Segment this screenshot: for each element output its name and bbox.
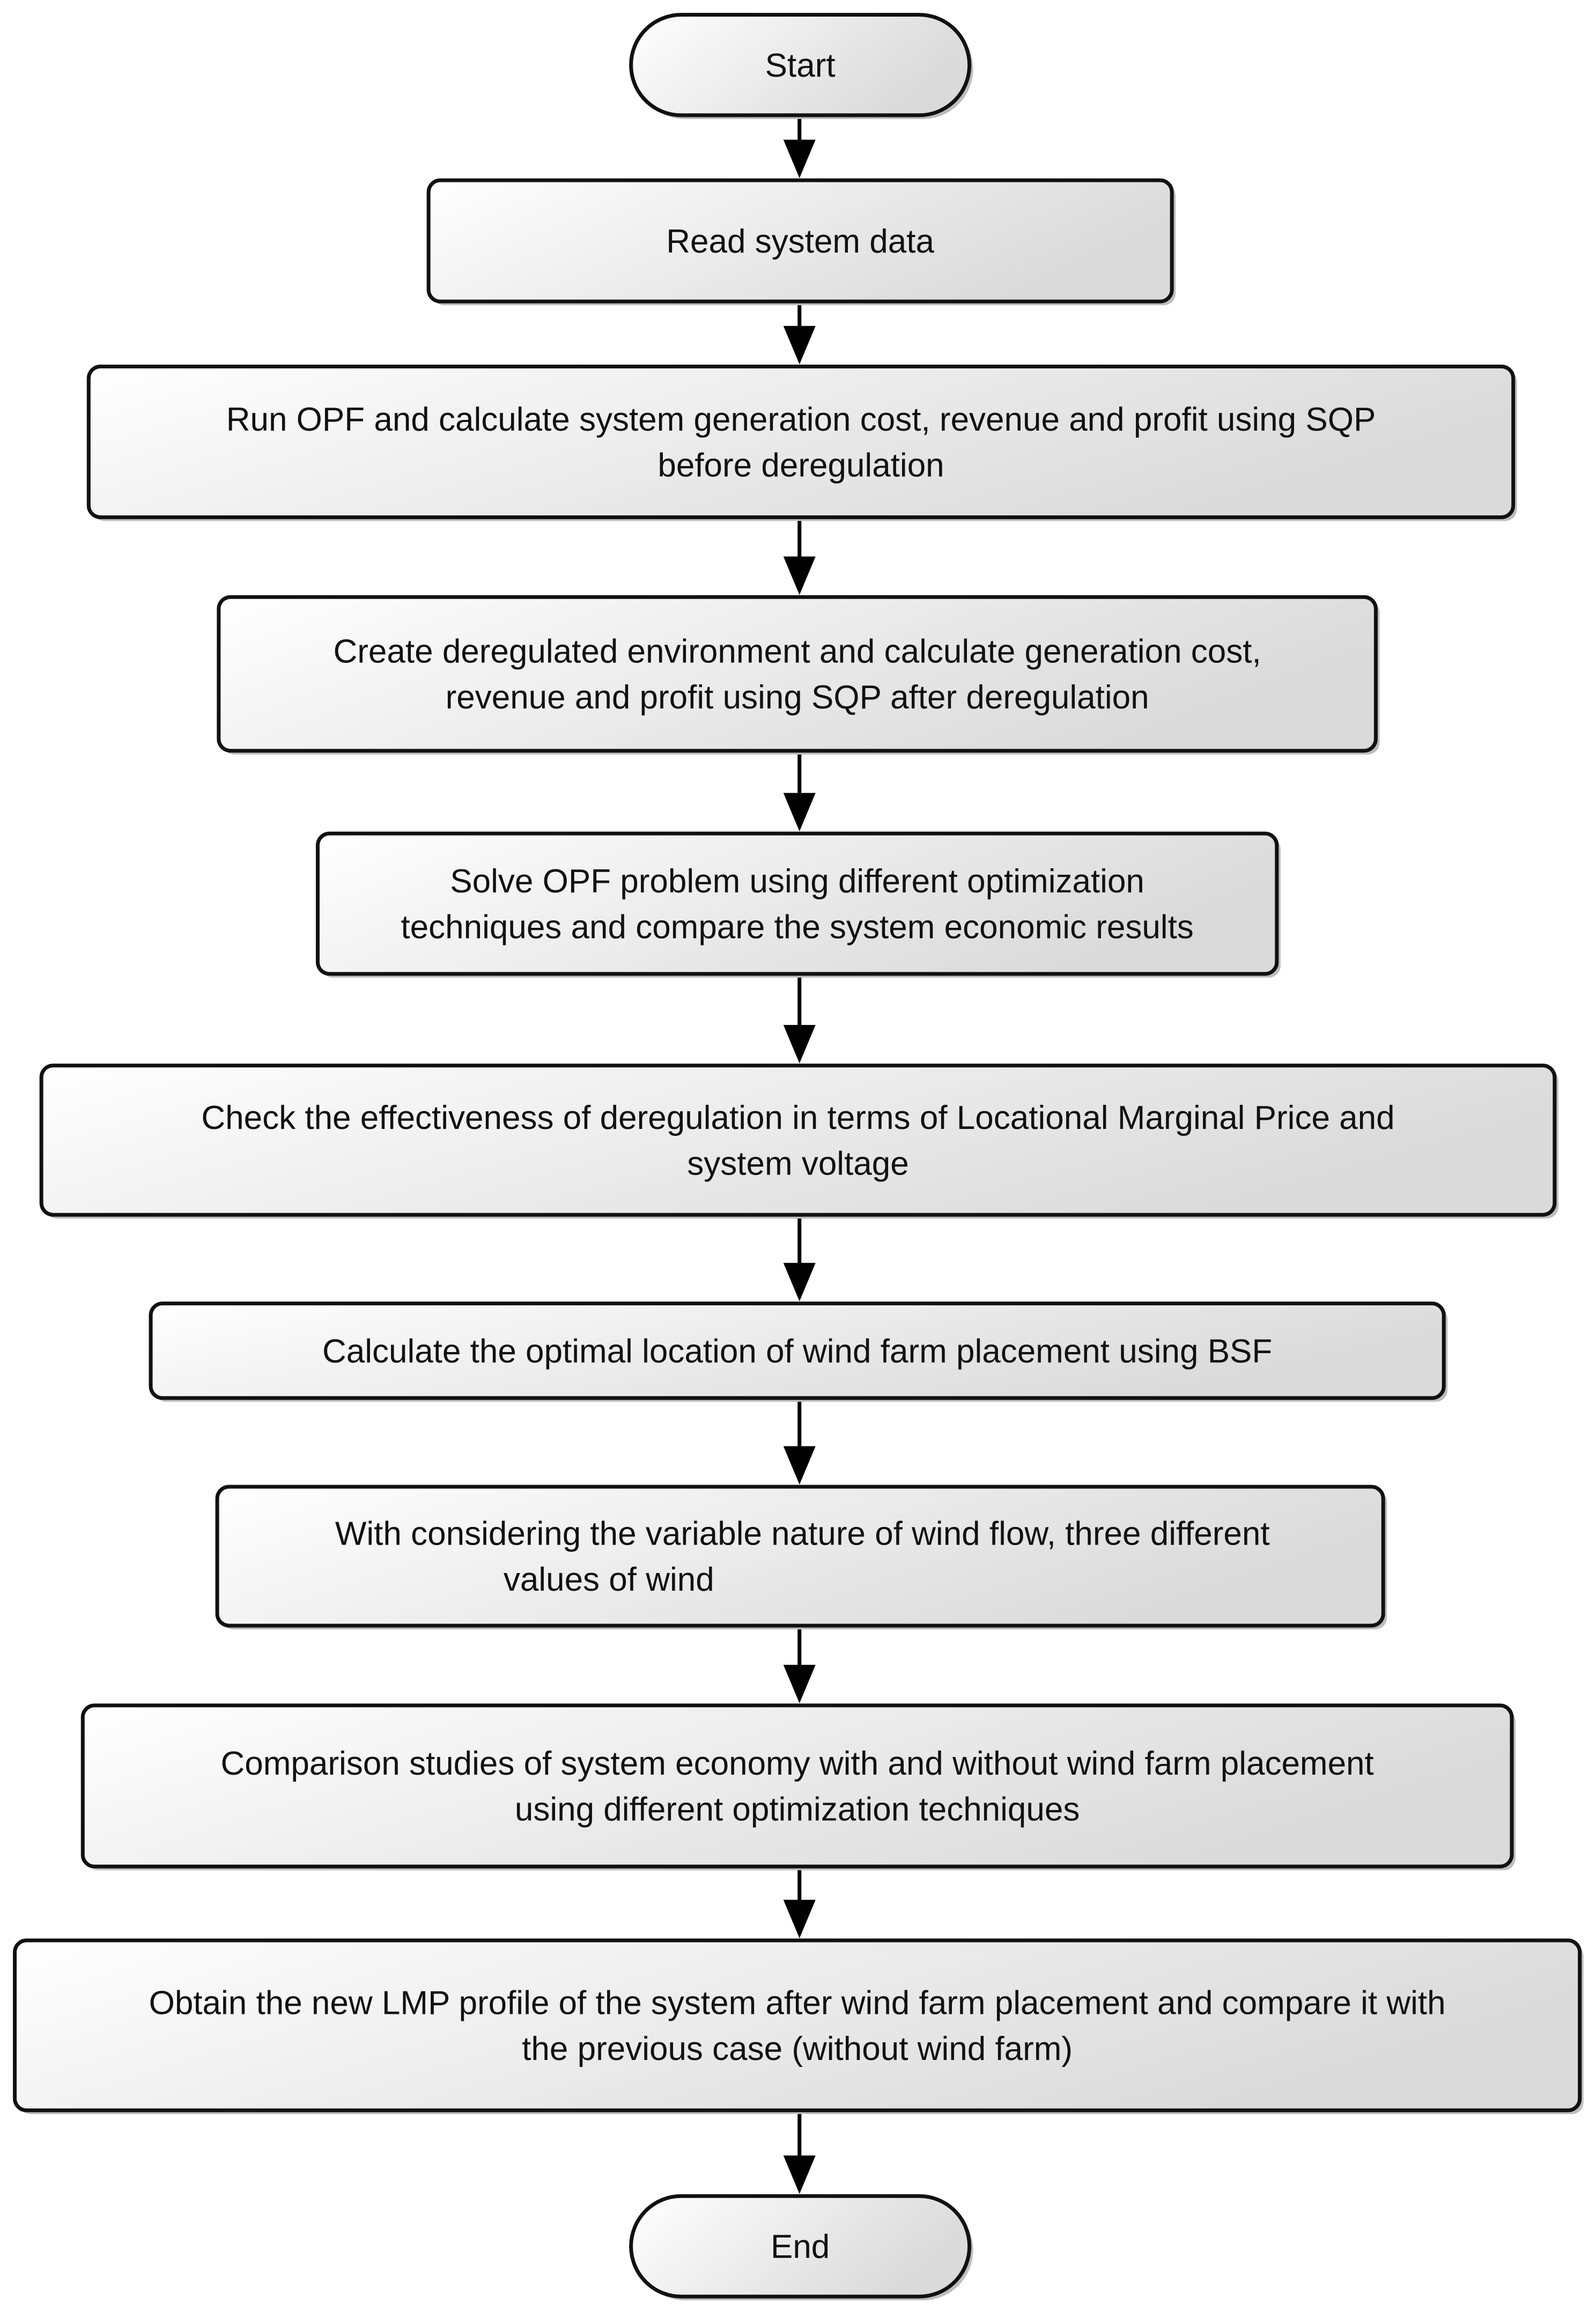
- node-text-line: Create deregulated environment and calcu…: [334, 633, 1261, 670]
- node-text-line: Check the effectiveness of deregulation …: [201, 1099, 1394, 1136]
- arrow-head: [783, 556, 816, 595]
- node-text-line: Run OPF and calculate system generation …: [226, 401, 1376, 438]
- edges-layer: [783, 117, 816, 2194]
- node-text-line: Comparison studies of system economy wit…: [220, 1745, 1373, 1782]
- edge-read-data-to-run-opf: [783, 304, 816, 365]
- arrow-head: [783, 2155, 816, 2194]
- node-solve-opf: Solve OPF problem using different optimi…: [315, 831, 1281, 978]
- node-run-opf: Run OPF and calculate system generation …: [86, 364, 1517, 521]
- node-text-line: Calculate the optimal location of wind f…: [322, 1333, 1272, 1370]
- node-end: End: [629, 2194, 973, 2301]
- process-box: [426, 178, 1174, 304]
- edge-solve-opf-to-check-effectiveness: [783, 976, 816, 1064]
- node-comparison-studies: Comparison studies of system economy wit…: [80, 1703, 1516, 1871]
- process-box: [217, 595, 1378, 753]
- node-text-line: before deregulation: [657, 447, 944, 484]
- node-text-line: Solve OPF problem using different optimi…: [450, 863, 1144, 900]
- node-text-line: End: [771, 2228, 830, 2265]
- node-create-deregulated: Create deregulated environment and calcu…: [217, 595, 1380, 755]
- arrow-head: [783, 1025, 816, 1064]
- node-text-line: With considering the variable nature of …: [335, 1516, 1270, 1553]
- node-check-effectiveness: Check the effectiveness of deregulation …: [39, 1064, 1558, 1219]
- node-text-line: the previous case (without wind farm): [522, 2030, 1073, 2067]
- edge-calculate-location-to-wind-flow: [783, 1400, 816, 1485]
- edge-run-opf-to-create-deregulated: [783, 519, 816, 595]
- arrow-head: [783, 326, 816, 365]
- process-box: [315, 831, 1279, 976]
- process-box: [86, 364, 1516, 519]
- edge-create-deregulated-to-solve-opf: [783, 752, 816, 832]
- process-box: [80, 1703, 1514, 1869]
- arrow-head: [783, 139, 816, 179]
- node-text-line: Start: [765, 47, 836, 84]
- node-text-line: values of wind: [504, 1561, 714, 1598]
- node-text-line: system voltage: [687, 1145, 909, 1182]
- edge-check-effectiveness-to-calculate-location: [783, 1217, 816, 1302]
- terminator-shape: [629, 2194, 972, 2299]
- node-wind-flow: With considering the variable nature of …: [215, 1485, 1387, 1630]
- node-text-line: techniques and compare the system econom…: [401, 909, 1193, 946]
- process-box: [149, 1301, 1446, 1400]
- edge-start-to-read-data: [783, 117, 816, 179]
- arrow-head: [783, 1446, 816, 1485]
- edge-obtain-lmp-to-end: [783, 2112, 816, 2194]
- arrow-head: [783, 1262, 816, 1302]
- node-text-line: using different optimization techniques: [515, 1791, 1080, 1828]
- node-read-data: Read system data: [426, 178, 1176, 306]
- arrow-head: [783, 1900, 816, 1939]
- node-start: Start: [629, 13, 973, 119]
- arrow-head: [783, 1665, 816, 1703]
- node-text-line: Read system data: [666, 223, 934, 260]
- process-box: [13, 1938, 1582, 2113]
- process-box: [215, 1485, 1385, 1628]
- terminator-shape: [629, 13, 972, 117]
- process-box: [39, 1064, 1557, 1217]
- node-text-line: Obtain the new LMP profile of the system…: [149, 1984, 1446, 2021]
- edge-comparison-studies-to-obtain-lmp: [783, 1869, 816, 1939]
- arrow-head: [783, 793, 816, 832]
- node-text-line: revenue and profit using SQP after dereg…: [446, 679, 1149, 716]
- node-obtain-lmp: Obtain the new LMP profile of the system…: [13, 1938, 1584, 2114]
- node-calculate-location: Calculate the optimal location of wind f…: [149, 1301, 1448, 1402]
- edge-wind-flow-to-comparison-studies: [783, 1628, 816, 1703]
